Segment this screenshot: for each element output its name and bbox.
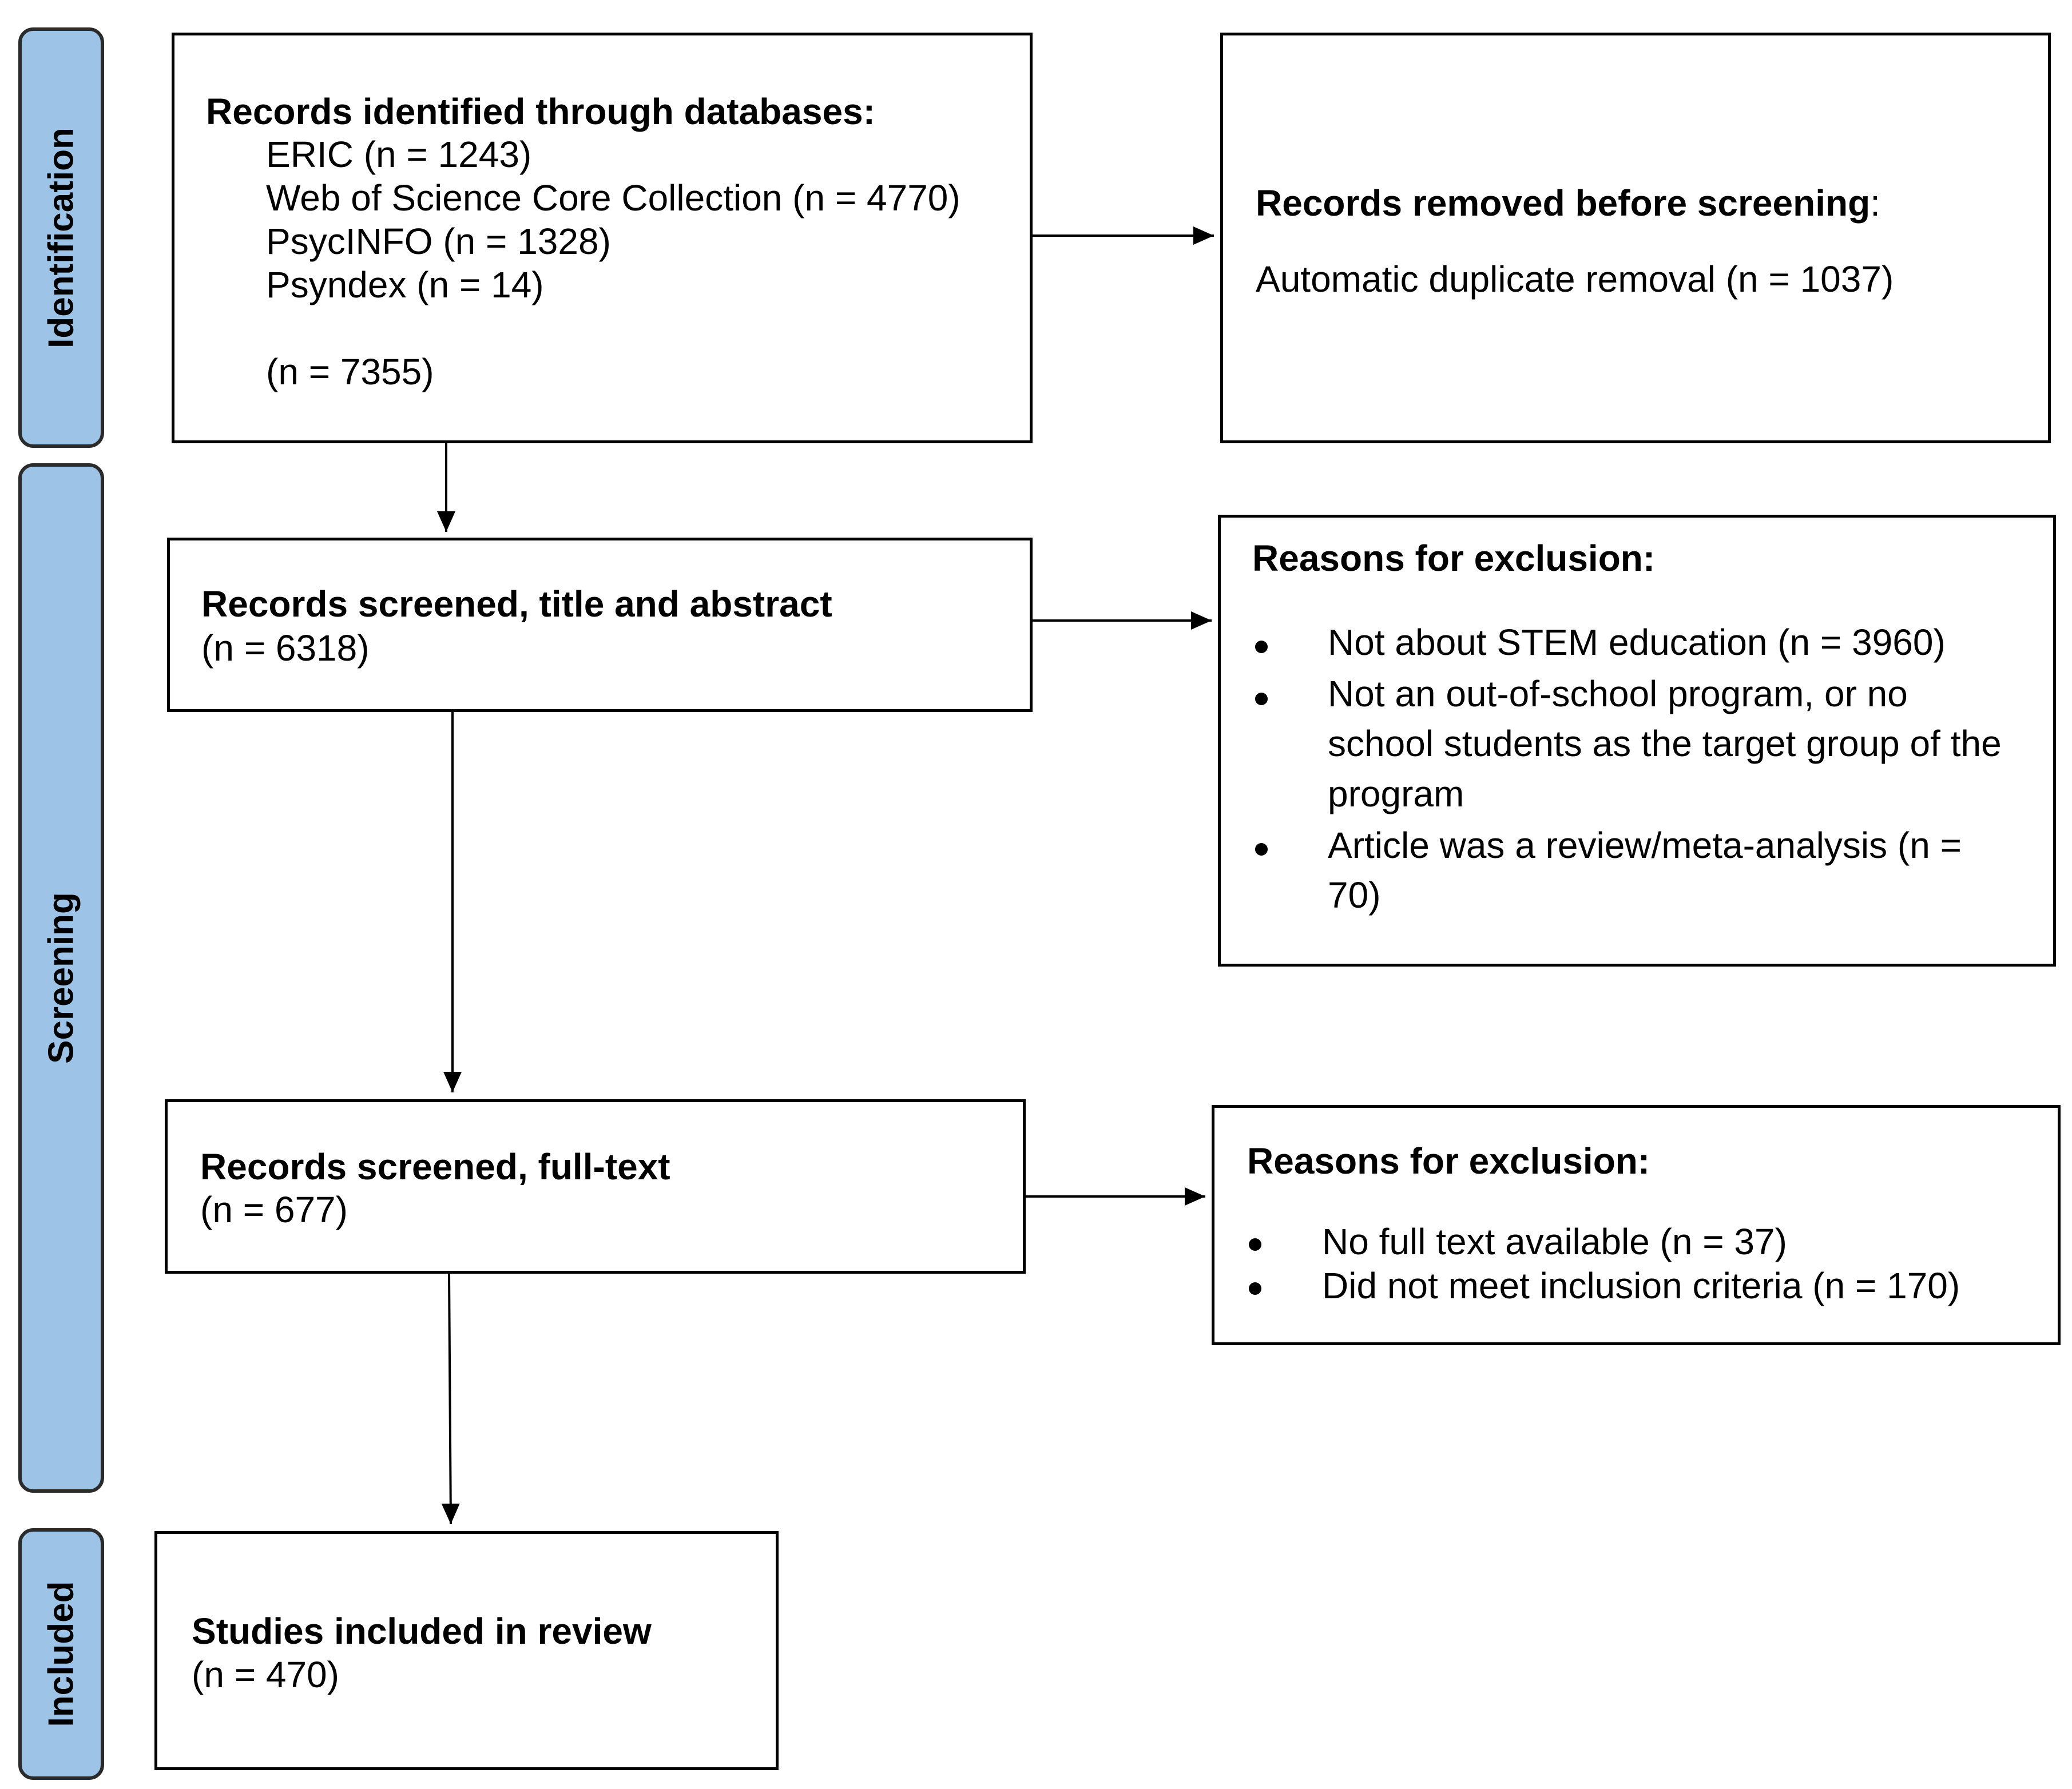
included-count: (n = 470) xyxy=(192,1654,339,1695)
exclusion-reason-2-line-2: school students as the target group of t… xyxy=(1328,723,2002,764)
screened-full-title: Records screened, full-text xyxy=(200,1146,670,1187)
exclusion-reason-2-line-3: program xyxy=(1328,773,1464,814)
exclusion-reason-3-line-1: Article was a review/meta-analysis (n = xyxy=(1328,825,1962,866)
bullet-icon xyxy=(1255,641,1268,653)
exclusion-full-reason-1: No full text available (n = 37) xyxy=(1322,1221,1787,1262)
bullet-icon xyxy=(1249,1238,1261,1251)
exclusion-reason-1: Not about STEM education (n = 3960) xyxy=(1328,622,1946,663)
exclusion-full-heading: Reasons for exclusion: xyxy=(1247,1140,1650,1182)
phase-identification: Identification xyxy=(18,27,104,448)
identified-total: (n = 7355) xyxy=(266,351,434,392)
bullet-icon xyxy=(1255,843,1268,856)
arrow-fulltext-to-included xyxy=(441,1273,460,1525)
source-wos: Web of Science Core Collection (n = 4770… xyxy=(266,177,960,218)
bullet-icon xyxy=(1255,693,1268,705)
phase-included: Included xyxy=(18,1528,104,1780)
removed-title-suffix: : xyxy=(1870,182,1880,224)
exclusion-title-heading: Reasons for exclusion: xyxy=(1252,538,1656,579)
exclusion-full-reason-2: Did not meet inclusion criteria (n = 170… xyxy=(1322,1265,1960,1306)
removed-box: Records removed before screening: Automa… xyxy=(1220,33,2051,443)
screened-full-count: (n = 677) xyxy=(200,1189,348,1230)
source-psyndex: Psyndex (n = 14) xyxy=(266,264,544,305)
bullet-icon xyxy=(1249,1282,1261,1295)
screened-title-box: Records screened, title and abstract (n … xyxy=(167,538,1033,712)
identified-title: Records identified through databases: xyxy=(206,91,875,132)
exclusion-reason-3-line-2: 70) xyxy=(1328,874,1381,916)
exclusion-title-box: Reasons for exclusion: Not about STEM ed… xyxy=(1218,515,2056,967)
removed-title-line: Records removed before screening: xyxy=(1256,181,1880,225)
identified-box: Records identified through databases: ER… xyxy=(172,33,1033,443)
removed-detail: Automatic duplicate removal (n = 1037) xyxy=(1256,259,1894,300)
exclusion-reason-2-line-1: Not an out-of-school program, or no xyxy=(1328,673,1908,714)
source-eric: ERIC (n = 1243) xyxy=(266,134,532,175)
screened-title-count: (n = 6318) xyxy=(201,627,370,669)
removed-title: Records removed before screening xyxy=(1256,182,1871,224)
phase-screening: Screening xyxy=(18,463,104,1493)
included-box: Studies included in review (n = 470) xyxy=(154,1531,779,1770)
screened-full-box: Records screened, full-text (n = 677) xyxy=(165,1099,1026,1274)
included-title: Studies included in review xyxy=(192,1611,652,1652)
screened-title-title: Records screened, title and abstract xyxy=(201,583,832,625)
source-psycinfo: PsycINFO (n = 1328) xyxy=(266,221,611,262)
exclusion-full-box: Reasons for exclusion: No full text avai… xyxy=(1212,1105,2061,1345)
